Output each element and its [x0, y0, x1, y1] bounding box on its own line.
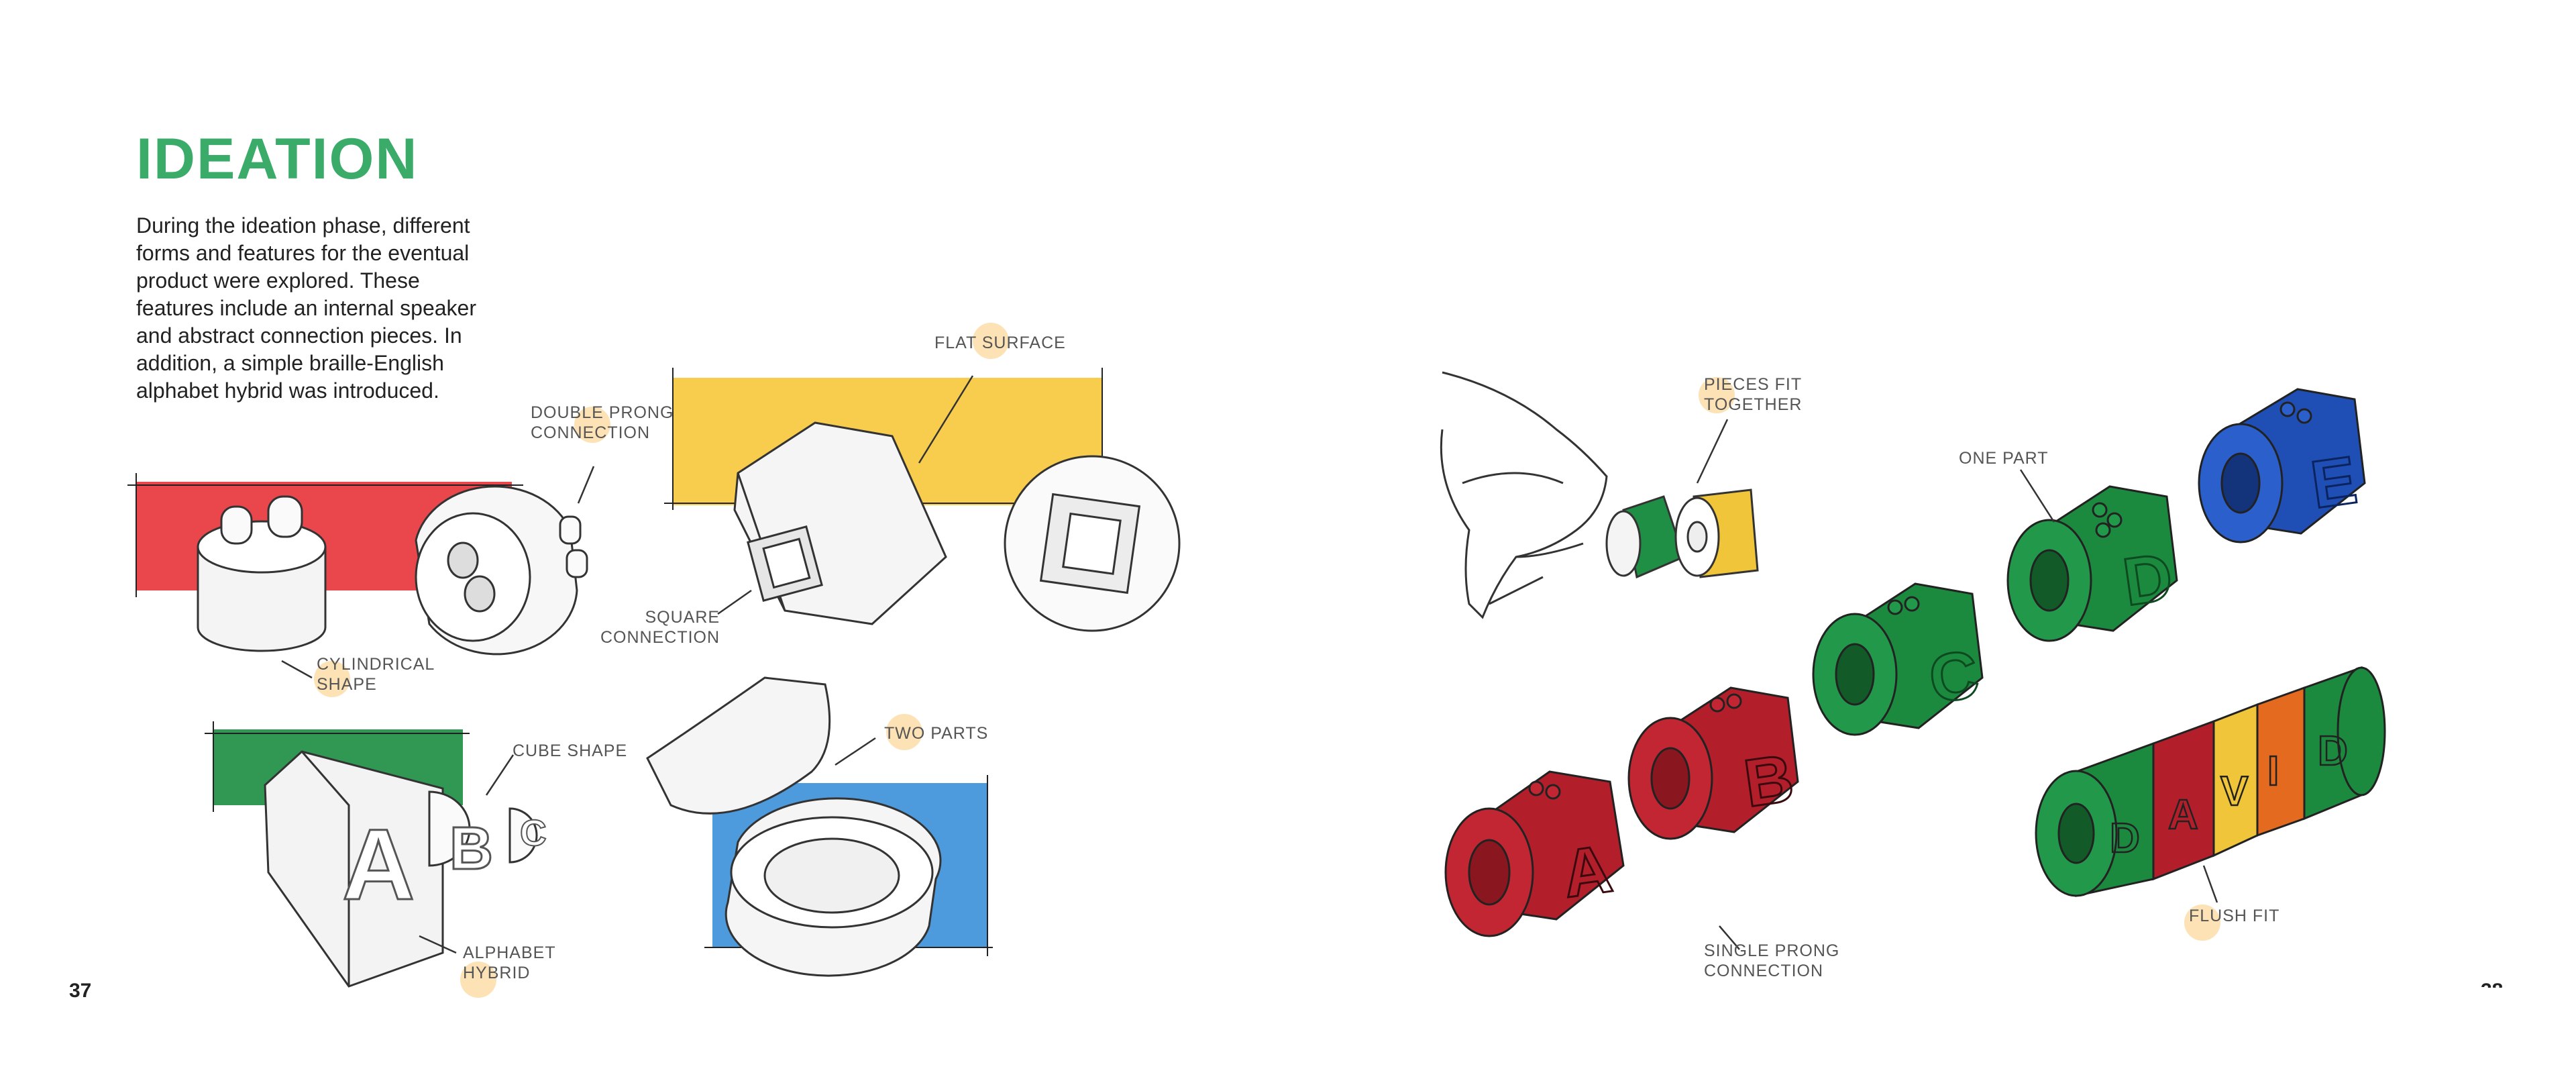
- left-page: IDEATION During the ideation phase, diff…: [69, 127, 1181, 1002]
- left-sketches: A B C: [127, 368, 1181, 988]
- block-e: [2198, 388, 2366, 544]
- intro-paragraph: During the ideation phase, different for…: [136, 213, 476, 403]
- label-two-parts: TWO PARTS: [884, 714, 988, 750]
- page-number-right: 38: [2481, 980, 2504, 1002]
- stack-letter-3: V: [2220, 768, 2248, 815]
- fitting-pieces-sketch: [1605, 488, 1759, 579]
- block-d-letter: D: [2118, 539, 2177, 620]
- hand-sketch: [1440, 371, 1608, 619]
- cube-letter-c: C: [520, 812, 547, 854]
- cylinder-sketch: [197, 495, 327, 652]
- block-a-letter: A: [1558, 831, 1617, 912]
- cube-sketch: [264, 750, 538, 988]
- disc-sketch: [415, 485, 588, 656]
- stack-letter-2: A: [2168, 792, 2198, 838]
- label-one-part: ONE PART: [1959, 449, 2049, 468]
- flush-fit-stack: [2035, 666, 2386, 897]
- block-b-letter: B: [1739, 740, 1798, 821]
- two-parts-sketch: [646, 676, 942, 977]
- page-title: IDEATION: [136, 127, 419, 191]
- stack-letter-1: D: [2110, 815, 2140, 862]
- round-square-sketch: [1004, 455, 1181, 632]
- block-c-letter: C: [1925, 636, 1983, 717]
- block-c: [1812, 582, 1984, 736]
- right-page: A B C D E D A V I D: [1288, 0, 2576, 1085]
- block-d: [2006, 485, 2178, 642]
- label-flat-surface: FLAT SURFACE: [934, 323, 1066, 359]
- block-b: [1627, 686, 1799, 840]
- block-a: [1444, 770, 1625, 937]
- hex-block-sketch: [733, 421, 947, 625]
- right-sketches: A B C D E D A V I D: [1440, 371, 2386, 950]
- stack-letter-4: I: [2267, 748, 2279, 794]
- cube-letter-b: B: [449, 815, 493, 882]
- label-cube-shape: CUBE SHAPE: [513, 741, 628, 760]
- page-number-left: 37: [69, 980, 92, 1002]
- stack-letter-5: D: [2318, 728, 2348, 774]
- label-flush-fit: FLUSH FIT: [2184, 905, 2279, 941]
- cube-letter-a: A: [342, 808, 415, 921]
